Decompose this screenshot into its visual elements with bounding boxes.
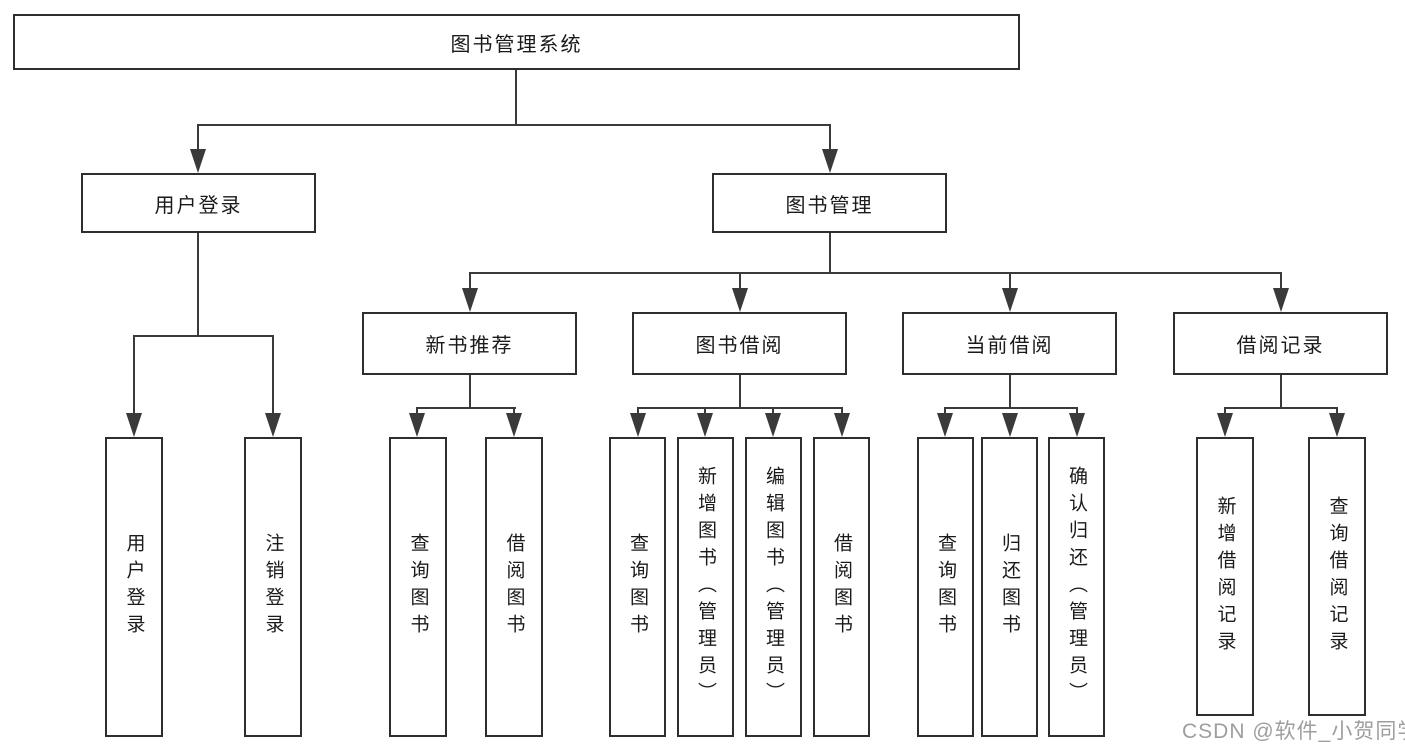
connector-line [469,272,471,290]
leaf-records-add-borrow-record: 新增借阅记录 [1196,437,1254,716]
arrow-down-icon [190,149,206,173]
connector-line [469,272,1282,274]
node-label: 注销登录 [262,533,284,641]
leaf-records-query-borrow-record: 查询借阅记录 [1308,437,1366,716]
leaf-borrow-borrow-books: 借阅图书 [813,437,870,737]
node-new-book-recommend: 新书推荐 [362,312,577,375]
arrow-down-icon [1069,413,1085,437]
connector-line [772,407,774,417]
connector-line [133,335,135,415]
node-label: 新增借阅记录 [1214,495,1236,658]
node-label: 用户登录 [154,194,243,217]
leaf-current-confirm-return-admin: 确认归还（管理员） [1048,437,1105,737]
arrow-down-icon [630,413,646,437]
node-label: 查询借阅记录 [1326,495,1348,658]
node-label: 确认归还（管理员） [1066,465,1087,709]
leaf-current-query-books: 查询图书 [917,437,974,737]
connector-line [739,375,741,409]
arrow-down-icon [1273,288,1289,312]
connector-line [1009,272,1011,290]
node-label: 归还图书 [999,533,1020,641]
node-label: 查询图书 [407,533,429,641]
node-borrow-records: 借阅记录 [1173,312,1388,375]
arrow-down-icon [834,413,850,437]
connector-line [841,407,843,417]
node-book-management: 图书管理 [712,173,947,233]
node-label: 借阅图书 [831,533,852,641]
connector-line [739,272,741,290]
node-label: 查询图书 [935,533,956,641]
connector-line [704,407,706,417]
connector-line [197,124,831,126]
arrow-down-icon [937,413,953,437]
arrow-down-icon [765,413,781,437]
connector-line [829,233,831,274]
connector-line [829,124,831,152]
leaf-borrow-query-books: 查询图书 [609,437,666,737]
node-label: 借阅图书 [503,533,525,641]
node-label: 查询图书 [627,533,648,641]
connector-line [944,407,1078,409]
connector-line [133,335,274,337]
connector-line [1280,272,1282,290]
connector-line [637,407,843,409]
arrow-down-icon [1217,413,1233,437]
connector-line [944,407,946,417]
arrow-down-icon [1002,288,1018,312]
leaf-recommend-borrow-books: 借阅图书 [485,437,543,737]
arrow-down-icon [697,413,713,437]
node-library-management-system: 图书管理系统 [13,14,1020,70]
arrow-down-icon [1329,413,1345,437]
node-label: 新增图书（管理员） [695,465,716,709]
connector-line [1224,407,1226,417]
connector-line [1224,407,1338,409]
connector-line [1280,375,1282,409]
connector-line [1336,407,1338,417]
arrow-down-icon [409,413,425,437]
arrow-down-icon [732,288,748,312]
connector-line [197,233,199,337]
connector-line [416,407,418,417]
leaf-current-return-books: 归还图书 [981,437,1038,737]
node-user-login: 用户登录 [81,173,316,233]
connector-line [1076,407,1078,417]
leaf-recommend-query-books: 查询图书 [389,437,447,737]
connector-line [513,407,515,417]
arrow-down-icon [822,149,838,173]
arrow-down-icon [462,288,478,312]
node-label: 用户登录 [123,533,145,641]
node-book-borrow: 图书借阅 [632,312,847,375]
connector-line [197,124,199,152]
arrow-down-icon [265,413,281,437]
node-label: 借阅记录 [1236,335,1325,357]
arrow-down-icon [126,413,142,437]
node-label: 编辑图书（管理员） [763,465,784,709]
leaf-user-login: 用户登录 [105,437,163,737]
connector-line [416,407,516,409]
leaf-borrow-edit-books-admin: 编辑图书（管理员） [745,437,802,737]
connector-line [637,407,639,417]
leaf-borrow-add-books-admin: 新增图书（管理员） [677,437,734,737]
csdn-watermark: CSDN @软件_小贺同学 [1182,720,1405,743]
connector-line [469,375,471,409]
node-label: 图书借阅 [695,335,784,357]
node-label: 图书管理 [785,194,874,217]
arrow-down-icon [1002,413,1018,437]
connector-line [1009,375,1011,409]
node-label: 当前借阅 [965,335,1054,357]
leaf-logout: 注销登录 [244,437,302,737]
arrow-down-icon [506,413,522,437]
node-label: 新书推荐 [425,335,514,357]
connector-line [515,70,517,126]
node-current-borrow: 当前借阅 [902,312,1117,375]
node-label: 图书管理系统 [450,33,583,56]
connector-line [272,335,274,415]
